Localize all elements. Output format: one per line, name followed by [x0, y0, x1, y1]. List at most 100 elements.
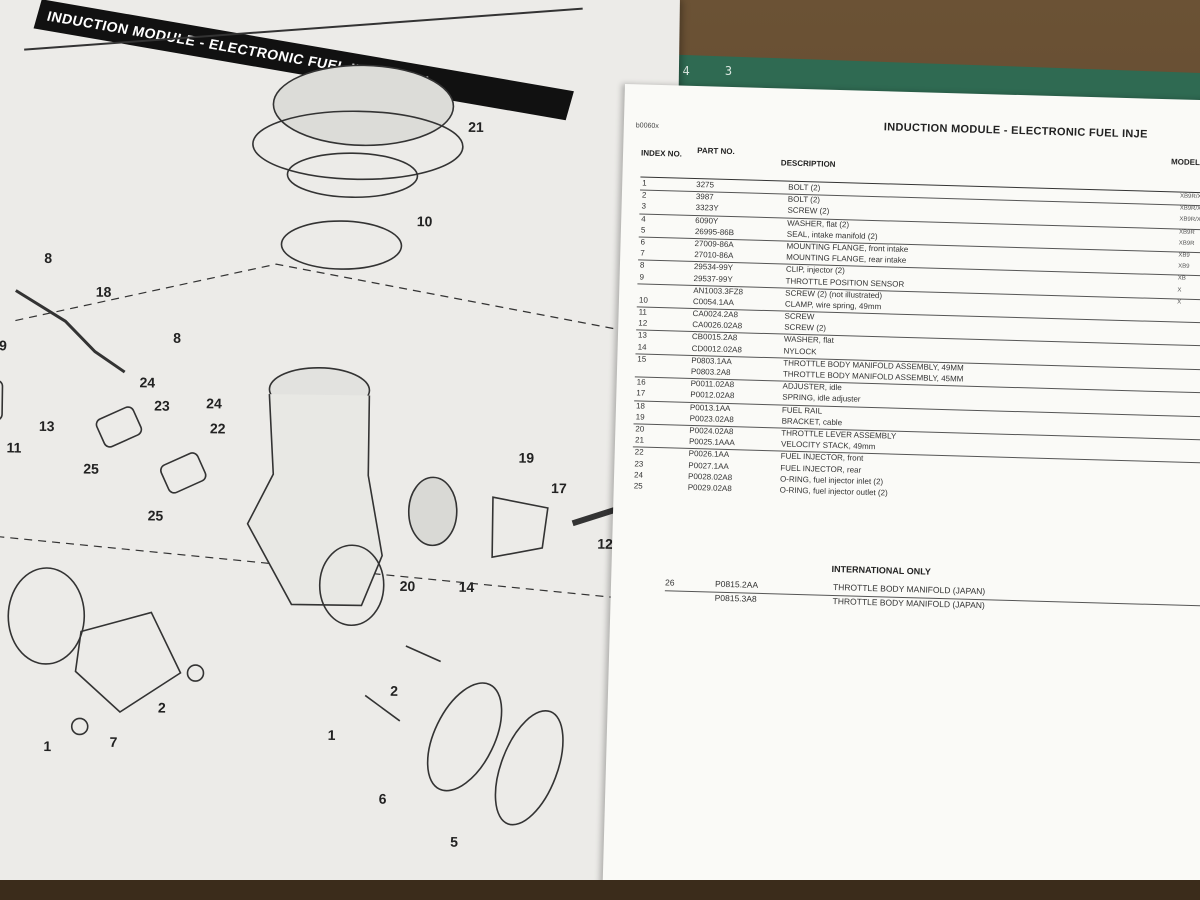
callout-18: 18 — [96, 284, 112, 300]
row-index: 4 — [641, 214, 646, 224]
row-description: FUEL INJECTOR, rear — [780, 462, 862, 475]
row-model: XB9 — [1178, 252, 1190, 259]
callout-1a: 1 — [43, 738, 51, 754]
row-model: X — [1177, 287, 1182, 294]
row-description: FUEL RAIL — [781, 405, 823, 416]
row-index: 2 — [641, 190, 647, 200]
row-description: SCREW (2) — [787, 205, 830, 217]
row-index: 11 — [638, 307, 648, 317]
callout-8b: 8 — [173, 330, 181, 346]
row-index: 22 — [634, 447, 644, 457]
row-index: 26 — [664, 577, 675, 588]
row-part-number: 29534-99Y — [693, 262, 734, 273]
row-model: XB9R — [1178, 229, 1195, 236]
velocity-stack-top — [272, 64, 455, 147]
row-description: BOLT (2) — [787, 194, 821, 205]
page-code: b0060x — [635, 122, 659, 130]
row-description: CLIP, injector (2) — [785, 264, 845, 276]
header-index: INDEX NO. — [640, 148, 683, 159]
row-part-number: P0028.02A8 — [687, 471, 733, 482]
row-description: SEAL, intake manifold (2) — [786, 229, 878, 241]
callout-25b: 25 — [148, 507, 164, 523]
front-mounting-flange — [426, 682, 503, 792]
row-part-number: 27010-86A — [694, 250, 734, 261]
row-model: XB — [1177, 275, 1186, 283]
row-description: MOUNTING FLANGE, front intake — [786, 241, 909, 254]
row-description: WASHER, flat — [783, 334, 834, 346]
intake-seal-left — [7, 567, 86, 665]
row-index: 6 — [640, 237, 646, 247]
callout-24a: 24 — [139, 374, 155, 390]
rear-injector — [95, 406, 143, 448]
row-index: 12 — [638, 318, 648, 328]
header-part: PART NO. — [697, 146, 735, 157]
row-part-number: P0013.1AA — [689, 402, 731, 413]
velocity-stack-bell — [252, 110, 464, 181]
row-index: 5 — [640, 225, 646, 235]
callout-10: 10 — [417, 213, 433, 229]
row-part-number: P0803.2A8 — [690, 366, 731, 378]
rear-mounting-flange — [74, 611, 182, 714]
row-part-number: 3323Y — [695, 203, 719, 214]
fuel-rail — [15, 289, 126, 374]
row-index: 8 — [639, 260, 645, 270]
callout-2b: 2 — [390, 683, 398, 699]
row-part-number: CD0012.02A8 — [691, 343, 743, 354]
callout-1b: 1 — [328, 727, 336, 743]
callout-9: 9 — [0, 337, 7, 353]
book-bottom-shadow — [0, 880, 1200, 900]
row-description: CLAMP, wire spring, 49mm — [784, 299, 882, 312]
row-part-number: CB0015.2A8 — [691, 332, 738, 343]
callout-8a: 8 — [44, 250, 52, 266]
row-index: 15 — [637, 354, 647, 364]
callout-14: 14 — [459, 579, 475, 595]
row-index: 9 — [639, 271, 645, 282]
right-page: b0060x INDUCTION MODULE - ELECTRONIC FUE… — [601, 84, 1200, 900]
throttle-lever — [407, 476, 458, 547]
callout-7: 7 — [109, 734, 117, 750]
callout-11: 11 — [7, 439, 22, 455]
row-part-number: P0011.02A8 — [690, 379, 735, 390]
row-part-number: P0815.3A8 — [714, 592, 757, 604]
callout-25a: 25 — [83, 460, 99, 476]
row-description: SCREW (2) — [784, 322, 827, 333]
row-part-number: P0025.1AAA — [688, 437, 735, 448]
row-description: SPRING, idle adjuster — [782, 392, 861, 405]
row-description: THROTTLE LEVER ASSEMBLY — [781, 428, 897, 441]
front-injector — [160, 452, 207, 494]
cable-bracket — [491, 496, 549, 559]
right-page-title: INDUCTION MODULE - ELECTRONIC FUEL INJE — [883, 121, 1148, 141]
row-part-number: P0803.1AA — [691, 355, 732, 366]
wire-clamp — [280, 220, 403, 270]
throttle-position-sensor — [0, 379, 4, 422]
row-description: MOUNTING FLANGE, rear intake — [786, 252, 907, 266]
callout-24b: 24 — [206, 395, 222, 411]
row-index: 3 — [641, 201, 647, 212]
row-part-number: 3275 — [696, 180, 715, 190]
row-description: BOLT (2) — [788, 182, 821, 193]
callout-17: 17 — [551, 480, 567, 496]
bolt-upper — [405, 645, 441, 663]
velocity-stack-base — [286, 152, 419, 199]
row-model: XB9R — [1178, 240, 1195, 247]
row-description: ADJUSTER, idle — [782, 381, 842, 393]
callout-22: 22 — [210, 420, 226, 436]
row-index: 17 — [636, 388, 646, 399]
row-index: 10 — [638, 295, 649, 305]
row-description: WASHER, flat (2) — [787, 218, 850, 229]
row-model: XB9R/XB — [1179, 205, 1200, 213]
row-part-number: 27009-86A — [694, 238, 734, 250]
row-index: 21 — [634, 435, 645, 445]
row-description: O-RING, fuel injector outlet (2) — [779, 485, 888, 498]
callout-6: 6 — [379, 791, 387, 807]
row-model: X — [1177, 299, 1182, 306]
row-index: 1 — [642, 178, 647, 188]
row-description: BRACKET, cable — [781, 416, 843, 427]
row-model: XB9R/XB — [1179, 216, 1200, 224]
screw-small — [186, 664, 205, 682]
row-index: 18 — [635, 400, 646, 411]
callout-12: 12 — [597, 536, 613, 552]
row-part-number: P0026.1AA — [688, 449, 730, 460]
row-part-number: 6090Y — [695, 215, 719, 226]
